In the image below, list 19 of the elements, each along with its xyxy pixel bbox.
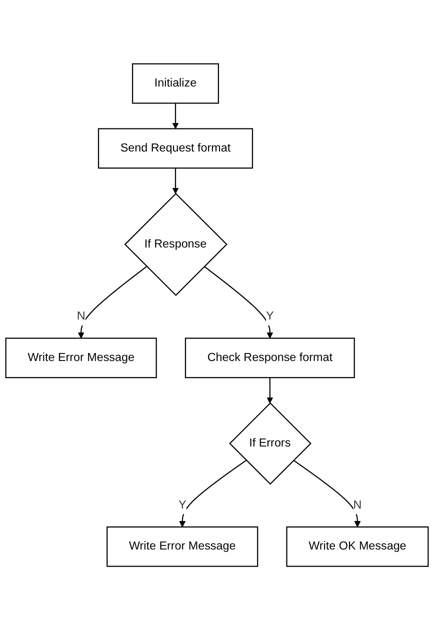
arrow	[172, 168, 179, 194]
node-box: Initialize	[132, 63, 219, 104]
arrow	[293, 460, 361, 528]
arrow	[204, 266, 274, 338]
arrow	[172, 103, 179, 129]
node-diamond: If Errors	[229, 402, 312, 485]
node-box: Send Request format	[98, 128, 254, 169]
edge-label: Y	[266, 310, 274, 322]
edge-label: N	[353, 498, 362, 512]
edge-label: N	[76, 310, 86, 322]
node-diamond: If Response	[124, 192, 228, 296]
arrow	[78, 266, 148, 338]
node-box: Check Response format	[184, 338, 355, 378]
node-box: Write Error Message	[106, 526, 258, 567]
node-box: Write OK Message	[286, 526, 429, 567]
arrow	[179, 460, 247, 528]
arrow	[266, 378, 274, 404]
node-box: Write Error Message	[5, 338, 157, 378]
edge-label: Y	[178, 498, 186, 512]
